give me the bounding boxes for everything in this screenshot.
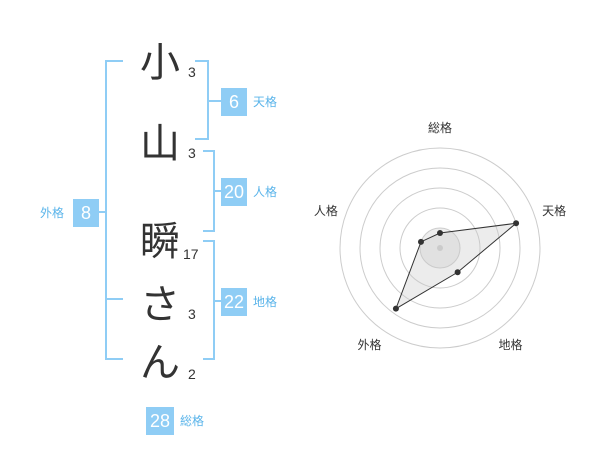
- jinkaku-bracket: [213, 150, 215, 232]
- gaikaku-bracket-vertical: [105, 60, 107, 360]
- tenkaku-bracket-top: [195, 60, 209, 62]
- chikaku-bracket-top: [203, 240, 215, 242]
- radar-ring-4: [359, 167, 521, 329]
- name-char-1: 小: [140, 40, 180, 86]
- gaikaku-bracket-bottom: [105, 358, 123, 360]
- chikaku-bracket-bottom: [203, 358, 215, 360]
- jinkaku-connector: [215, 190, 221, 192]
- jinkaku-bracket-bottom: [203, 230, 215, 232]
- name-char-3: 瞬: [140, 219, 180, 265]
- chikaku-label: 地格: [253, 295, 278, 309]
- name-char-5: ん: [140, 340, 180, 386]
- chikaku-connector: [215, 300, 221, 302]
- tenkaku-value: 6: [221, 88, 247, 116]
- tenkaku-bracket-bottom: [195, 138, 209, 140]
- gaikaku-value: 8: [73, 199, 99, 227]
- soukaku-label: 総格: [180, 414, 205, 428]
- radar-ring-3: [379, 187, 501, 309]
- radar-area: [394, 222, 518, 310]
- stroke-count-1: 3: [188, 64, 196, 80]
- radar-point-1: [437, 230, 443, 236]
- gaikaku-bracket-top: [105, 60, 123, 62]
- chikaku-value: 22: [221, 288, 247, 316]
- tenkaku-connector: [209, 100, 221, 102]
- radar-ring-5: [339, 147, 541, 349]
- radar-axis-label-3: 地格: [499, 337, 523, 352]
- tenkaku-label: 天格: [253, 95, 278, 109]
- radar-axis-label-4: 外格: [357, 337, 381, 352]
- name-char-4: さ: [140, 282, 180, 328]
- radar-point-3: [454, 269, 461, 276]
- stroke-count-5: 2: [188, 366, 196, 382]
- jinkaku-value: 20: [221, 178, 247, 206]
- stroke-count-3: 17: [183, 246, 199, 262]
- name-char-2: 山: [140, 121, 180, 167]
- jinkaku-label: 人格: [253, 185, 278, 199]
- stroke-count-4: 3: [188, 306, 196, 322]
- jinkaku-bracket-top: [203, 150, 215, 152]
- radar-axis-label-1: 総格: [428, 120, 452, 135]
- soukaku-value: 28: [146, 407, 174, 435]
- radar-ring-2: [399, 207, 481, 289]
- radar-point-4: [392, 305, 399, 312]
- gaikaku-label: 外格: [40, 206, 65, 220]
- stroke-count-2: 3: [188, 145, 196, 161]
- chikaku-bracket: [213, 240, 215, 360]
- radar-point-2: [513, 220, 520, 227]
- radar-axis-label-2: 天格: [542, 203, 566, 218]
- gaikaku-bracket-mid: [105, 298, 123, 300]
- radar-center: [437, 245, 443, 251]
- gaikaku-connector: [97, 211, 105, 213]
- radar-axis-label-5: 人格: [314, 203, 338, 218]
- tenkaku-bracket: [207, 60, 209, 140]
- radar-point-5: [417, 238, 424, 245]
